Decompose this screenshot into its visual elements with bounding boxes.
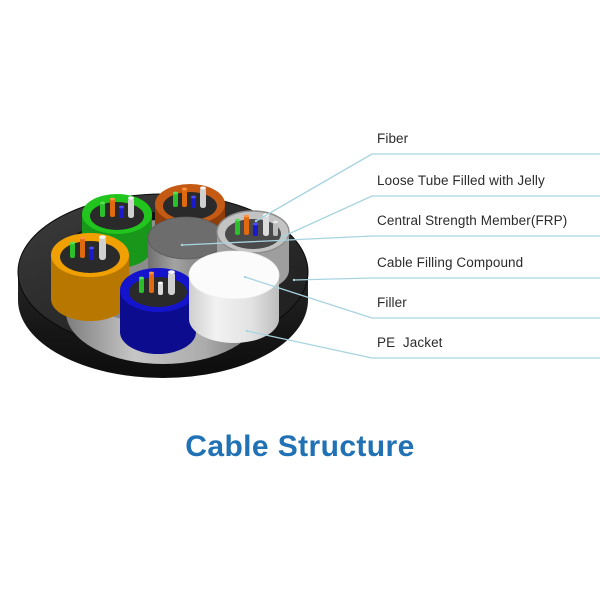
callout-label-loose-tube: Loose Tube Filled with Jelly (377, 173, 545, 188)
leader-anchor-pe-jacket (245, 329, 249, 333)
fiber-bundle-green (100, 196, 134, 218)
callout-leader-lines (180, 153, 600, 359)
loose-tube-orange (51, 233, 129, 321)
filler-element (188, 250, 280, 343)
leader-line-filling-compound (293, 277, 600, 281)
leader-line-pe-jacket (246, 330, 600, 359)
leader-line-loose-tube (281, 195, 600, 238)
callout-label-central-strength: Central Strength Member(FRP) (377, 213, 568, 228)
fiber-bundle-blue (139, 270, 175, 295)
callout-label-fiber: Fiber (377, 131, 409, 146)
callout-label-pe-jacket: PE Jacket (377, 335, 443, 350)
leader-line-filler (244, 276, 600, 319)
leader-anchor-filler (243, 275, 247, 279)
leader-anchor-central-strength (180, 243, 184, 247)
leader-line-fiber (255, 153, 600, 222)
fiber-bundle-orange (70, 235, 106, 260)
callout-label-filler: Filler (377, 295, 407, 310)
leader-line-central-strength (181, 235, 600, 246)
leader-anchor-loose-tube (280, 235, 284, 239)
leader-anchor-fiber (254, 219, 258, 223)
fiber-bundle-brown (173, 186, 206, 208)
loose-tube-blue (120, 268, 196, 354)
page-title: Cable Structure (185, 430, 415, 463)
leader-anchor-filling-compound (292, 278, 296, 282)
callout-label-filling-compound: Cable Filling Compound (377, 255, 524, 270)
